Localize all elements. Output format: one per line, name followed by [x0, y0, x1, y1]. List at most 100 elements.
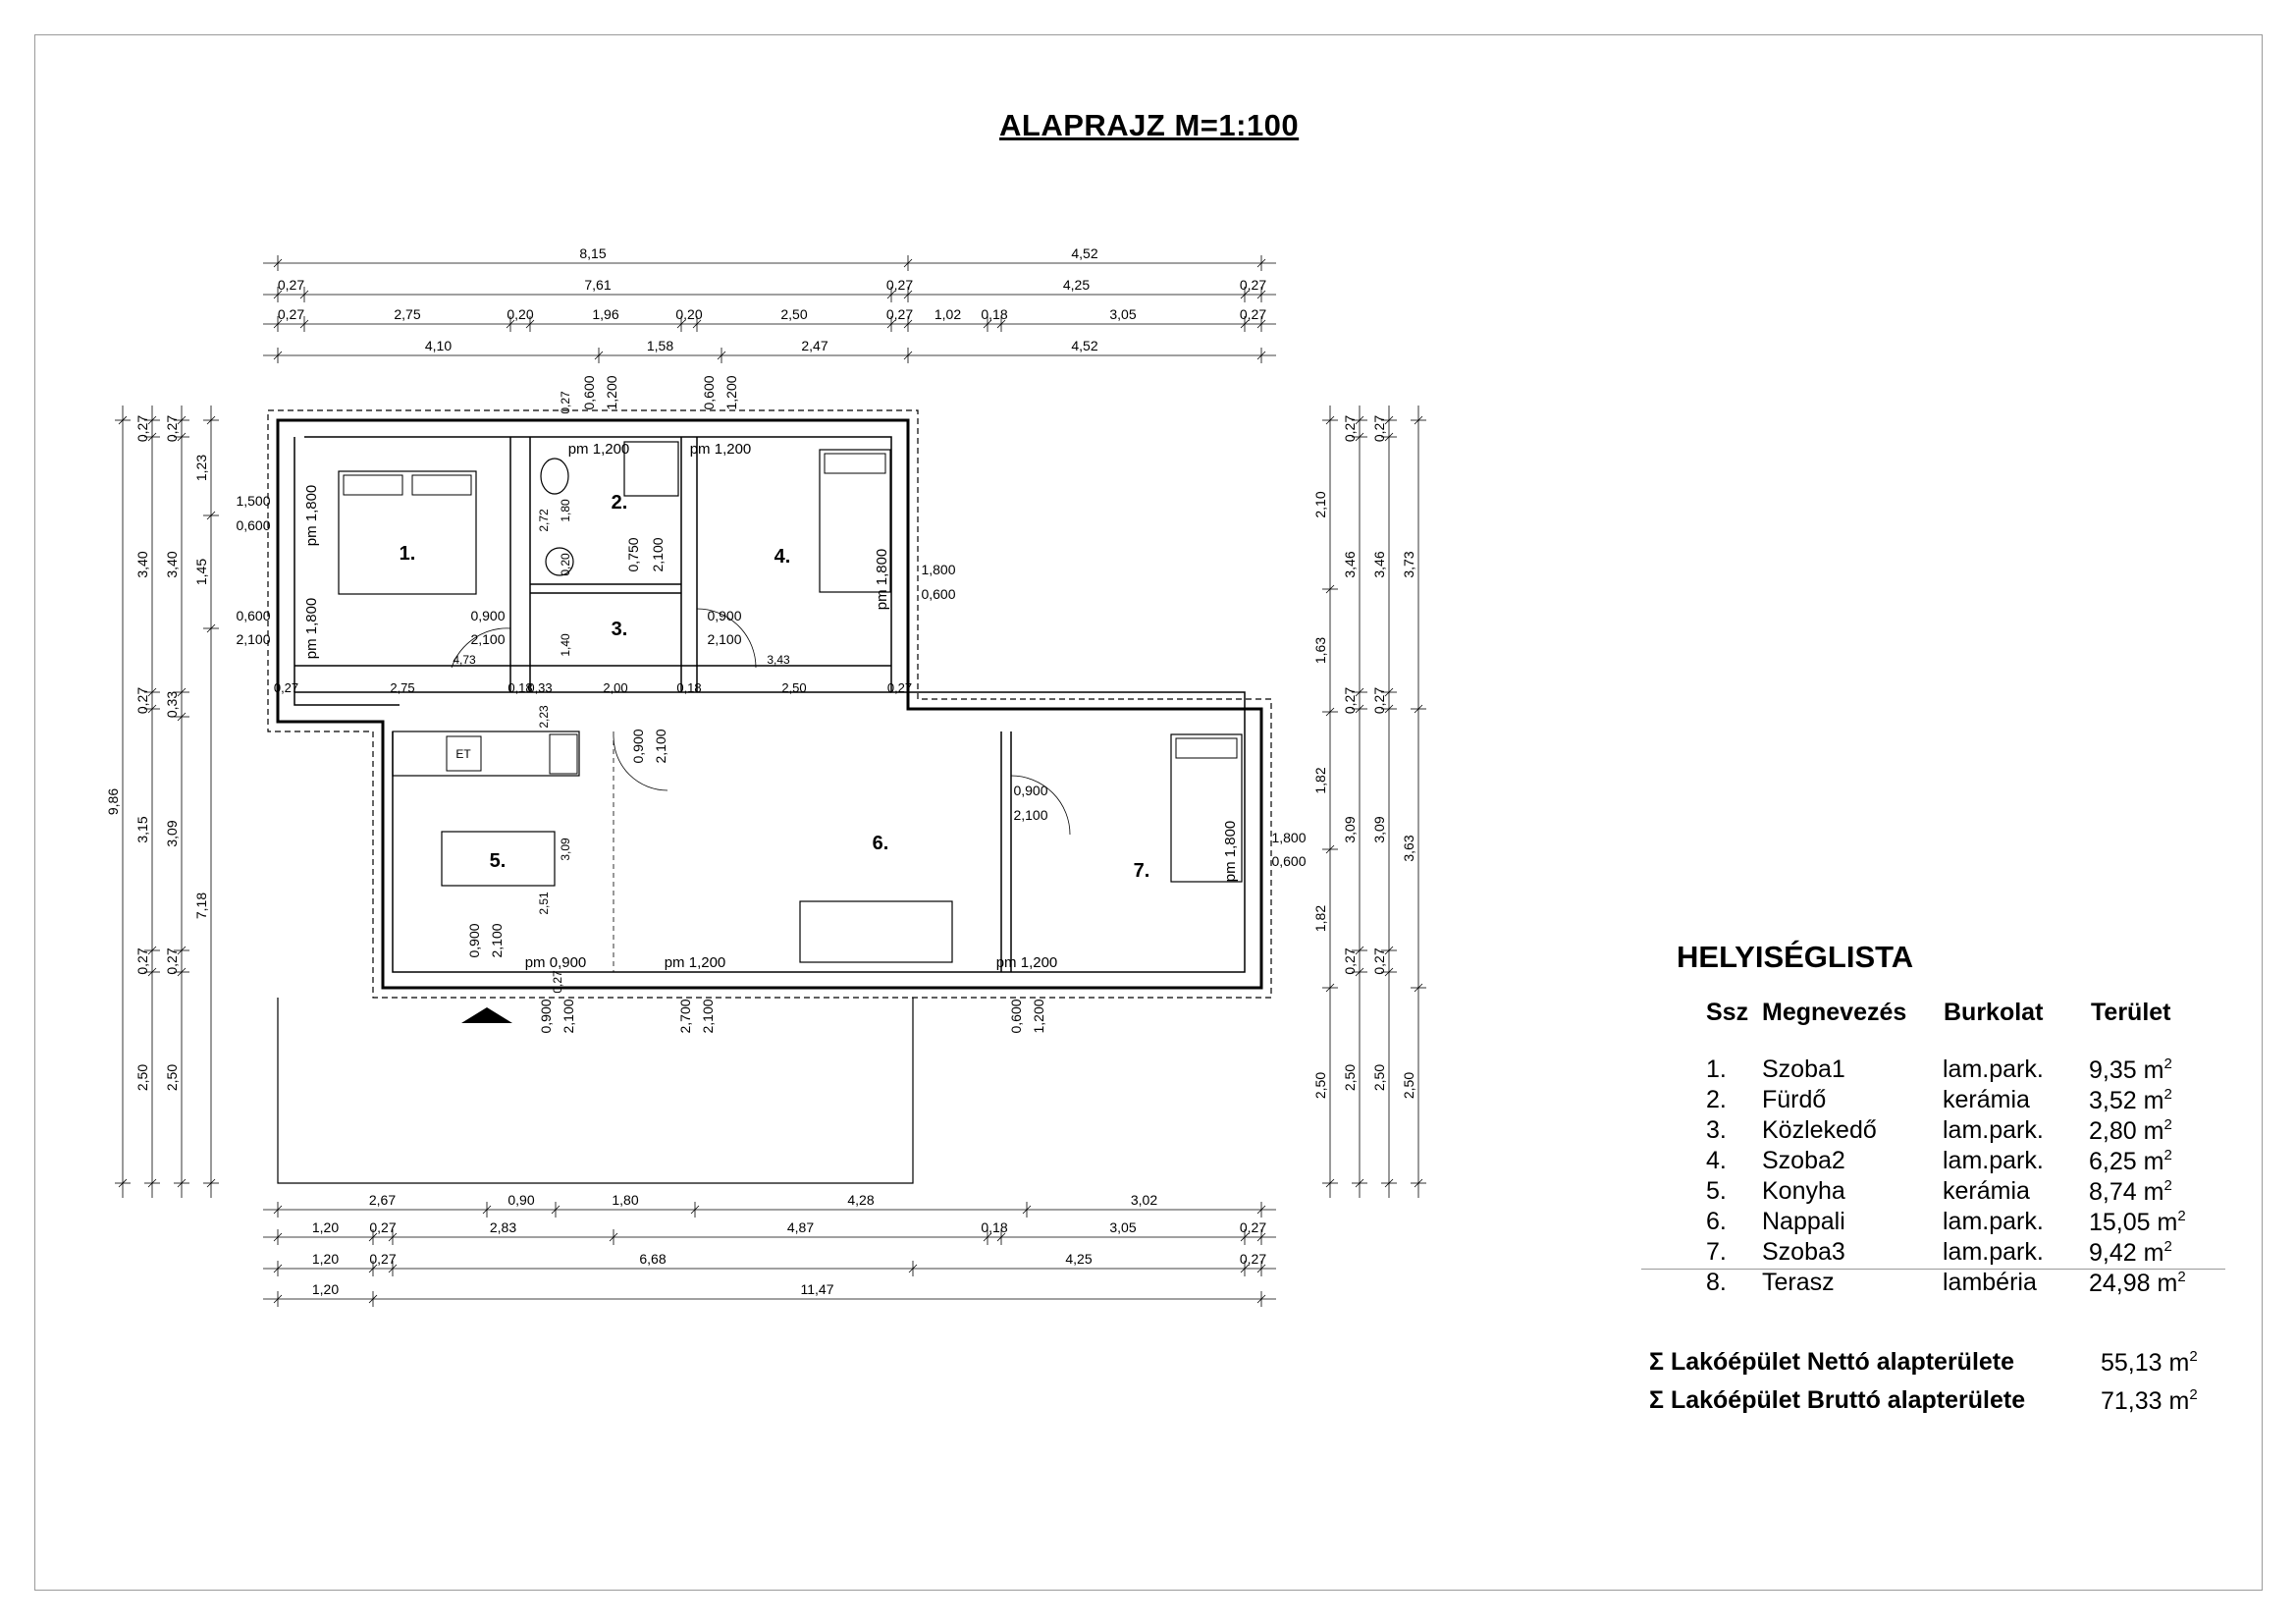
toilet	[540, 458, 569, 495]
dim-top-4: 4,52	[1071, 338, 1097, 353]
room-number-3: 3.	[612, 619, 628, 640]
bath-dim: 2,72	[537, 509, 551, 532]
dim-left-1: 3,40	[134, 551, 150, 577]
dim-top-4: 2,47	[801, 338, 828, 353]
dim-left-2: 3,40	[164, 551, 180, 577]
bed-double	[338, 470, 477, 595]
bath-dim: 1,80	[559, 499, 572, 522]
dim-right-4: 3,73	[1401, 551, 1416, 577]
dim-right-2: 3,46	[1342, 551, 1358, 577]
door-dim: 2,100	[1013, 807, 1047, 823]
room-number-4: 4.	[774, 546, 791, 568]
room-no: 5.	[1706, 1177, 1727, 1205]
room-area: 24,98 m2	[2089, 1269, 2186, 1297]
door-dim: 2,100	[650, 537, 666, 571]
room-no: 7.	[1706, 1238, 1727, 1266]
dim-left-3: 1,45	[193, 559, 209, 585]
dim-right-2: 3,09	[1342, 816, 1358, 842]
kitchen-dim: 2,51	[537, 892, 551, 915]
pm-label: pm 1,200	[568, 441, 630, 458]
room-area: 9,35 m2	[2089, 1056, 2172, 1084]
dim-bottom-3: 0,27	[369, 1251, 396, 1267]
door-dim: 0,750	[625, 537, 641, 571]
header-finish: Burkolat	[1944, 999, 2044, 1026]
dim-interior: 2,50	[781, 680, 806, 695]
dim-left-2: 3,09	[164, 820, 180, 846]
room-finish: lambéria	[1943, 1269, 2037, 1296]
dim-right-3: 0,27	[1371, 687, 1387, 714]
terrace-outline	[277, 998, 914, 1184]
dim-top-3: 0,20	[507, 306, 533, 322]
dining-table	[441, 831, 556, 887]
window-dim: 0,600	[1271, 853, 1306, 869]
dim-top-2: 0,27	[886, 277, 913, 293]
door-dim: 2,100	[561, 999, 576, 1033]
dim-top-3: 0,27	[886, 306, 913, 322]
door-dim: 0,600	[1008, 999, 1024, 1033]
room-number-5: 5.	[490, 850, 507, 872]
door-swing-room7	[1010, 775, 1071, 836]
room-no: 3.	[1706, 1116, 1727, 1144]
total-label: Σ Lakóépület Bruttó alapterülete	[1649, 1386, 2026, 1414]
corridor-dim: 2,23	[537, 705, 551, 729]
door-dim: 0,600	[236, 608, 270, 623]
dim-left-1: 0,27	[134, 415, 150, 442]
room-finish: lam.park.	[1943, 1147, 2044, 1174]
stove-label: ET	[455, 747, 471, 761]
room-no: 6.	[1706, 1208, 1727, 1235]
dim-right-2: 0,27	[1342, 415, 1358, 442]
pm-label: pm 0,900	[525, 954, 587, 971]
dim-bottom-1: 2,67	[369, 1192, 396, 1208]
dim-bottom-2: 1,20	[312, 1219, 339, 1235]
dim-bottom-3: 0,27	[1240, 1251, 1266, 1267]
dim-bottom-1: 0,90	[507, 1192, 534, 1208]
dim-right-3: 3,46	[1371, 551, 1387, 577]
dim-top-4: 1,58	[647, 338, 673, 353]
dim-interior: 0,33	[527, 680, 552, 695]
dim-right-1: 2,10	[1312, 491, 1328, 517]
window-dim: 0,600	[581, 375, 597, 409]
window-dim: 0,600	[921, 586, 955, 602]
shower	[623, 441, 679, 497]
dim-right-4: 2,50	[1401, 1072, 1416, 1099]
room-finish: lam.park.	[1943, 1116, 2044, 1144]
entrance-marker	[461, 1007, 512, 1023]
room-name: Szoba1	[1762, 1056, 1845, 1083]
dim-interior: 2,75	[390, 680, 414, 695]
dim-top-3: 2,50	[780, 306, 807, 322]
dim-right-1: 2,50	[1312, 1072, 1328, 1099]
washbasin	[545, 547, 574, 576]
room-finish: lam.park.	[1943, 1056, 2044, 1083]
room-no: 1.	[1706, 1056, 1727, 1083]
room-area: 3,52 m2	[2089, 1086, 2172, 1114]
outer-outline	[267, 409, 1272, 999]
dim-interior: 0,18	[507, 680, 532, 695]
dim-top-3: 0,27	[278, 306, 304, 322]
dim-left-1: 0,27	[134, 947, 150, 974]
dim-bottom-2: 0,27	[1240, 1219, 1266, 1235]
room-name: Konyha	[1762, 1177, 1845, 1205]
dim-right-3: 0,27	[1371, 415, 1387, 442]
door-dim: 0,27	[551, 970, 564, 994]
dim-left-2: 2,50	[164, 1064, 180, 1091]
room-number-6: 6.	[873, 833, 889, 854]
dim-top-1: 4,52	[1071, 245, 1097, 261]
room-no: 4.	[1706, 1147, 1727, 1174]
dim-bottom-1: 4,28	[847, 1192, 874, 1208]
door-dim: 2,100	[470, 631, 505, 647]
dim-right-2: 0,27	[1342, 687, 1358, 714]
dim-left-3: 1,23	[193, 455, 209, 481]
dim-left-1: 0,27	[134, 687, 150, 714]
dim-left-1: 3,15	[134, 816, 150, 842]
door-dim: 0,900	[707, 608, 741, 623]
dim-bottom-3: 1,20	[312, 1251, 339, 1267]
sink	[549, 733, 578, 775]
dim-top-3: 0,27	[1240, 306, 1266, 322]
window-dim: 1,200	[723, 375, 739, 409]
dim-top-3: 0,18	[981, 306, 1007, 322]
